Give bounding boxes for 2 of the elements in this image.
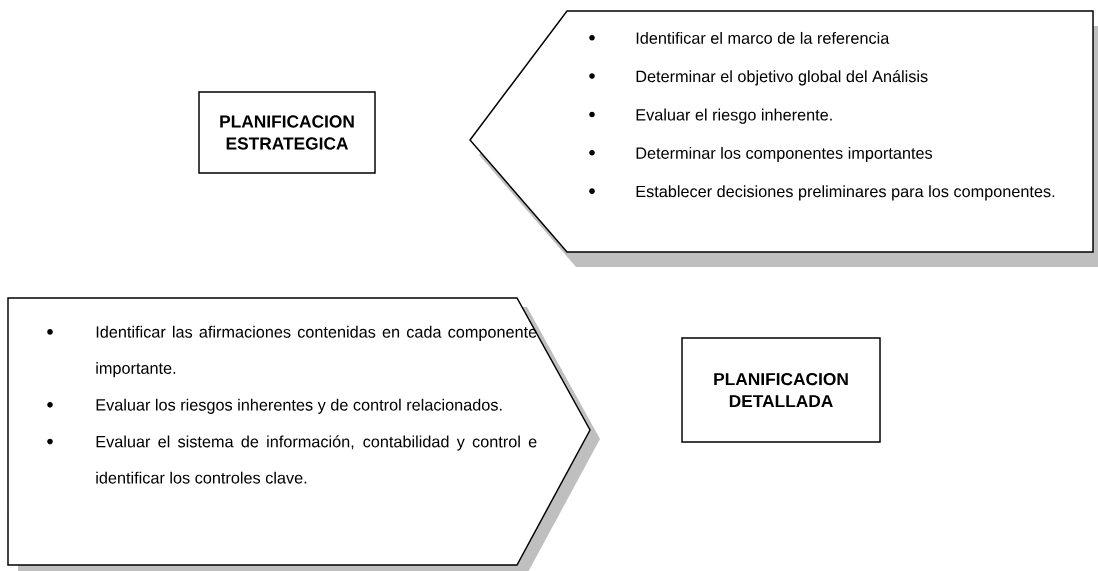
title-box: PLANIFICACION DETALLADA [681,337,881,443]
title-box: PLANIFICACION ESTRATEGICA [198,91,376,174]
